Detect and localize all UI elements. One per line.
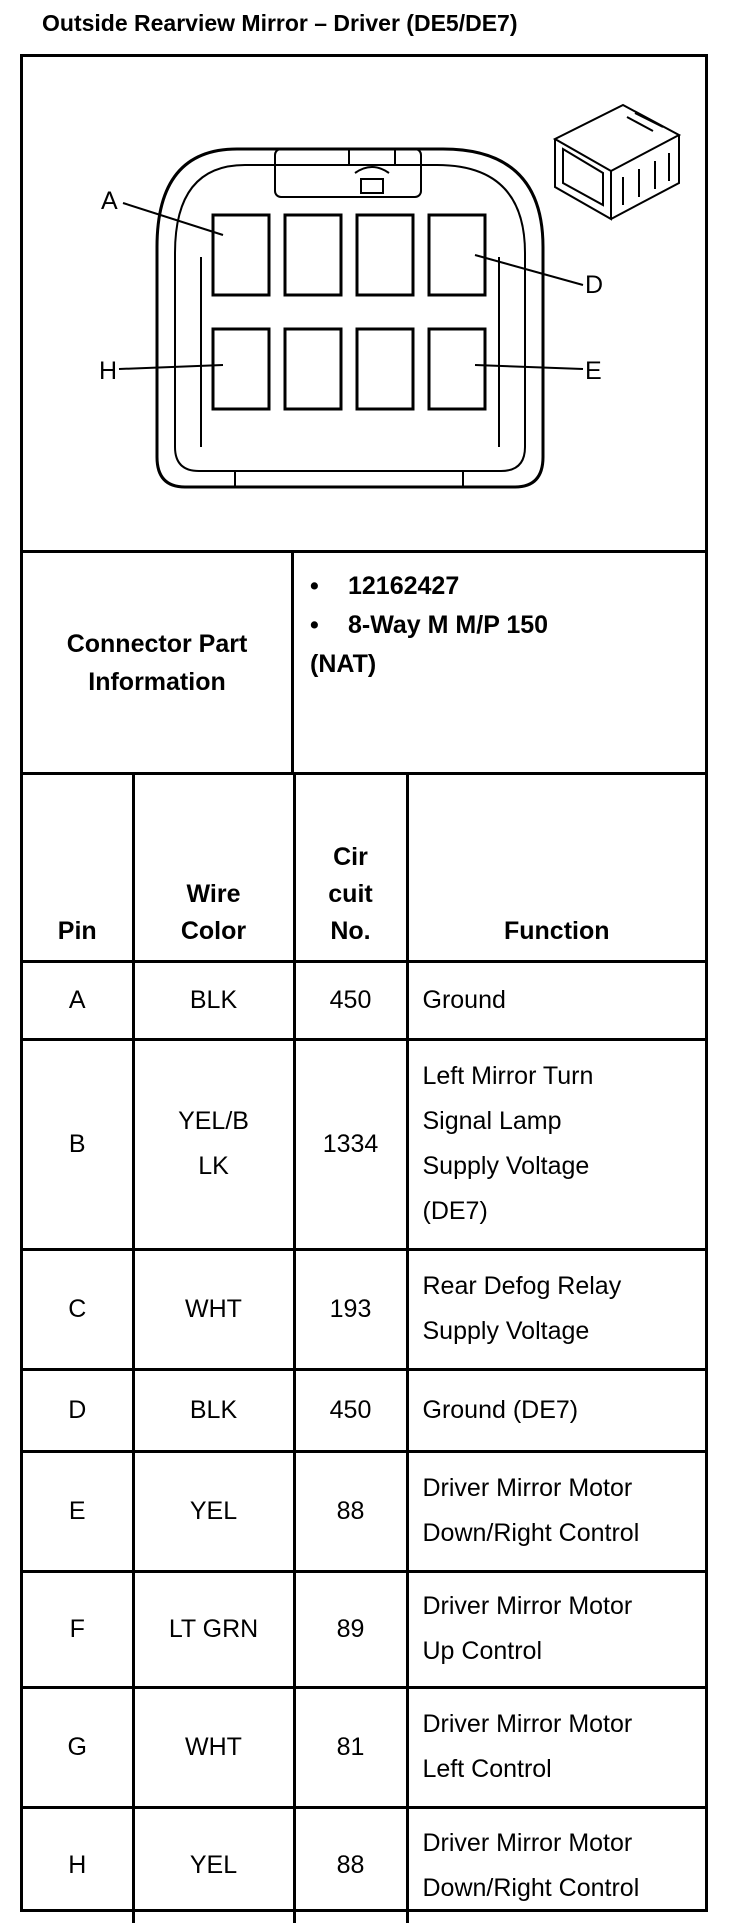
connector-latch bbox=[348, 149, 396, 174]
latch-window bbox=[274, 148, 422, 198]
connector-face-drawing: A D H E bbox=[99, 103, 682, 489]
cell-circuit-number: 1334 bbox=[292, 1037, 409, 1251]
cell-circuit-number: 88 bbox=[292, 1449, 409, 1573]
leader-line-a bbox=[122, 202, 224, 236]
cavity-h bbox=[211, 327, 271, 411]
leader-line-e bbox=[474, 364, 584, 370]
cavity-c bbox=[355, 213, 415, 297]
cavity-b bbox=[283, 213, 343, 297]
page-title: Outside Rearview Mirror – Driver (DE5/DE… bbox=[42, 10, 518, 36]
connector-part-info-list: •12162427 •8-Way M M/P 150 (NAT) bbox=[294, 553, 705, 684]
table-header-row: Pin Wire Color Cir cuit No. Function bbox=[23, 775, 705, 963]
cell-wire-color: YEL bbox=[131, 1805, 296, 1923]
cell-wire-color: YEL bbox=[131, 1449, 296, 1573]
connector-bottom-key bbox=[234, 471, 464, 487]
cell-wire-color: LT GRN bbox=[131, 1569, 296, 1689]
cell-pin: C bbox=[23, 1247, 135, 1371]
cavity-g bbox=[283, 327, 343, 411]
leader-line-d bbox=[474, 254, 584, 286]
cavity-f bbox=[355, 327, 415, 411]
pinout-frame: A D H E Connector Part Information •1216… bbox=[20, 54, 708, 1923]
part-info-item: •8-Way M M/P 150 bbox=[310, 611, 549, 639]
pin-label-d: D bbox=[585, 271, 603, 299]
cell-circuit-number: 88 bbox=[292, 1805, 409, 1923]
cell-wire-color: WHT bbox=[131, 1685, 296, 1809]
pin-label-a: A bbox=[101, 187, 118, 215]
cell-wire-color: BLK bbox=[131, 959, 296, 1041]
cell-wire-color: BLK bbox=[131, 1367, 296, 1453]
part-info-item: •12162427 bbox=[310, 572, 460, 600]
cell-pin: G bbox=[23, 1685, 135, 1809]
cell-function: Ground bbox=[405, 959, 705, 1041]
cavity-d bbox=[427, 213, 487, 297]
connector-diagram: A D H E bbox=[23, 57, 705, 553]
cell-circuit-number: 81 bbox=[292, 1685, 409, 1809]
cell-pin: E bbox=[23, 1449, 135, 1573]
cell-circuit-number: 450 bbox=[292, 959, 409, 1041]
part-info-note: (NAT) bbox=[310, 650, 377, 678]
connector-housing-outer bbox=[155, 147, 545, 489]
pin-label-e: E bbox=[585, 357, 602, 385]
cell-wire-color: WHT bbox=[131, 1247, 296, 1371]
cell-pin: H bbox=[23, 1805, 135, 1923]
leader-line-h bbox=[118, 364, 224, 370]
header-function: Function bbox=[405, 775, 705, 963]
header-pin: Pin bbox=[23, 775, 135, 963]
connector-housing-inner bbox=[174, 164, 526, 472]
cell-pin: A bbox=[23, 959, 135, 1041]
cell-circuit-number: 450 bbox=[292, 1367, 409, 1453]
pin-label-h: H bbox=[99, 357, 117, 385]
connector-3d-sketch bbox=[552, 103, 682, 221]
cell-circuit-number: 193 bbox=[292, 1247, 409, 1371]
header-circuit-number: Cir cuit No. bbox=[292, 775, 409, 963]
cell-circuit-number: 89 bbox=[292, 1569, 409, 1689]
cell-function: Ground (DE7) bbox=[405, 1367, 705, 1453]
connector-part-info-row: Connector Part Information •12162427 •8-… bbox=[23, 553, 705, 775]
cell-pin: F bbox=[23, 1569, 135, 1689]
cavity-e bbox=[427, 327, 487, 411]
header-wire-color: Wire Color bbox=[131, 775, 296, 963]
cell-pin: B bbox=[23, 1037, 135, 1251]
connector-part-info-label: Connector Part Information bbox=[23, 553, 294, 772]
cavity-a bbox=[211, 213, 271, 297]
cell-pin: D bbox=[23, 1367, 135, 1453]
